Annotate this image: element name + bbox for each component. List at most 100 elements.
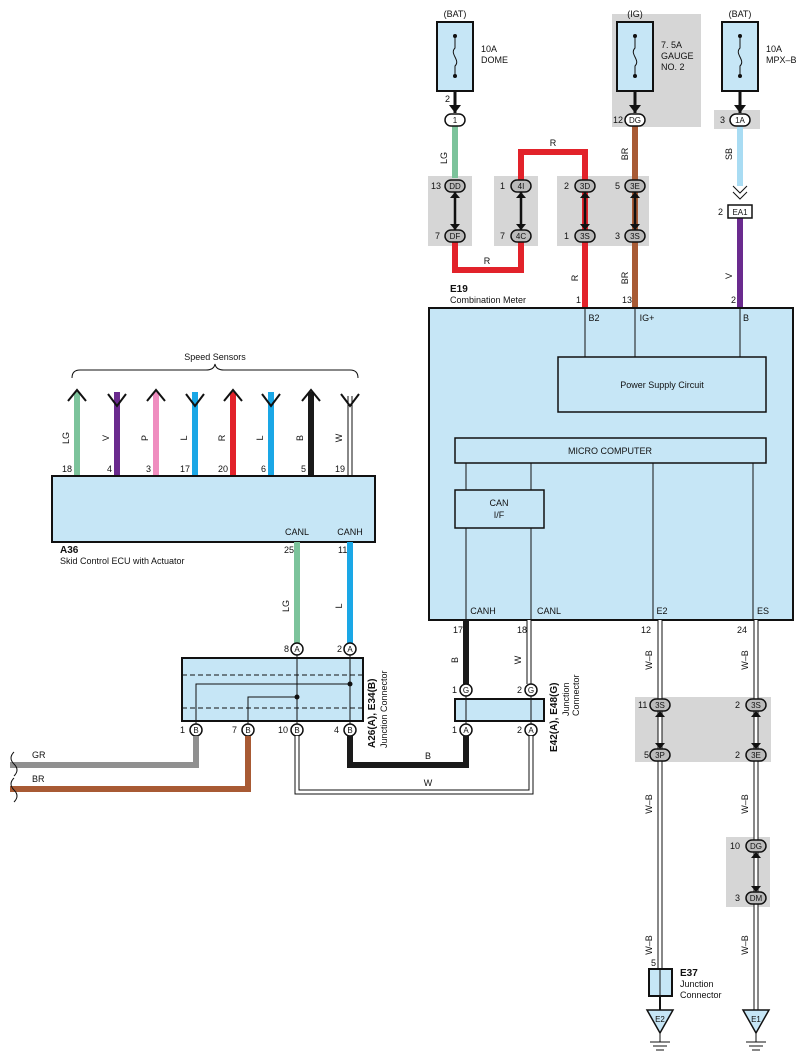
connector-ea1-label: EA1 — [732, 208, 748, 217]
junction-dg-top — [624, 113, 646, 127]
junction-e37-id: E37 — [680, 968, 698, 979]
splice-ground-right-arrow-up — [751, 711, 761, 717]
junction-a26-dashes — [182, 674, 363, 709]
splice-ground-left-top-pin: 11 — [638, 700, 647, 710]
splice-3s-label: 3S — [580, 232, 590, 241]
sensor-7-color-label: W — [334, 433, 344, 442]
splice-dg-conn: DG — [750, 842, 762, 851]
sensor-0-color-label: LG — [61, 432, 71, 444]
wire-break-icon — [10, 751, 18, 803]
power-supply-label: Power Supply Circuit — [620, 380, 704, 390]
fuse-dome-source: (BAT) — [444, 9, 467, 19]
junction-a26-top-1-pin: 8 — [284, 644, 289, 654]
junction-a26-node-1 — [347, 681, 353, 687]
fuse-gauge: (IG) 7. 5A GAUGE NO. 2 — [616, 9, 694, 92]
fuse-gauge-rating: 7. 5A — [661, 40, 682, 50]
splice-3e-arrow-down — [630, 224, 640, 230]
fuse-mpx: (BAT) 10A MPX–B — [721, 9, 797, 92]
junction-e42-bot-1-conn: A — [463, 726, 469, 735]
can-if-box — [454, 489, 545, 529]
fuse-mpx-source: (BAT) — [729, 9, 752, 19]
ecu-pin-canl: 25 — [284, 545, 294, 555]
mpx-arrow — [734, 105, 746, 113]
wire-br-bottom-label: BR — [32, 774, 45, 784]
wire-gr-label: GR — [32, 750, 46, 760]
meter-term-es: ES — [757, 606, 769, 616]
meter-pin-canl: 18 — [517, 625, 527, 635]
sensor-6-pin: 5 — [301, 464, 306, 474]
junction-1a — [729, 113, 751, 127]
meter-term-ig: IG+ — [640, 313, 655, 323]
fuse-mpx-dot-top — [738, 34, 742, 38]
fuse-gauge-name2: NO. 2 — [661, 62, 685, 72]
meter-id: E19 — [450, 284, 468, 295]
can-if-label-2: I/F — [494, 510, 505, 520]
can-if-label-1: CAN — [489, 498, 508, 508]
meter-pin-e2: 12 — [641, 625, 651, 635]
wire-wb-label-2: W–B — [740, 650, 750, 670]
meter-pin-b: 2 — [731, 295, 736, 305]
micro-computer-box — [454, 437, 767, 464]
ecu-term-canh: CANH — [337, 527, 363, 537]
splice-dd-arrow-up — [450, 192, 460, 198]
junction-e42-top-1-pin: 1 — [452, 685, 457, 695]
sensor-4-pin: 20 — [218, 464, 228, 474]
combination-meter-box — [428, 307, 794, 621]
splice-4i-label: 4I — [518, 182, 525, 191]
wire-lg-label: LG — [439, 152, 449, 164]
sensor-6-arrow-icon — [301, 388, 321, 402]
fuse-dome: (BAT) 10A DOME 2 — [436, 9, 508, 104]
splice-3s-b-pin: 3 — [615, 231, 620, 241]
sensor-1-arrow-icon — [107, 393, 127, 408]
fuse-dome-icon — [452, 36, 458, 76]
junction-a26-bot-1-pin: 1 — [180, 725, 185, 735]
wire-r-top-label: R — [550, 138, 557, 148]
wire-wb-label-6: W–B — [740, 935, 750, 955]
junction-a26-bot-2-pin: 7 — [232, 725, 237, 735]
junction-e37-name2: Connector — [680, 990, 722, 1000]
ea1-arrows-icon — [732, 185, 748, 200]
junction-e42-bot-1-pin: 1 — [452, 725, 457, 735]
wire-canl-label: LG — [281, 600, 291, 612]
wire-br-meter-label: BR — [620, 271, 630, 284]
connector-ea1-pin: 2 — [718, 207, 723, 217]
sensor-6-color-label: B — [295, 435, 305, 441]
dome-arrow — [449, 105, 461, 113]
splice-dd-label: DD — [449, 182, 461, 191]
ground-e2-triangle — [645, 1009, 675, 1035]
junction-e42-bot-2-conn: A — [528, 726, 534, 735]
ground-e1-icon — [746, 1033, 766, 1051]
power-supply-box — [557, 356, 767, 413]
splice-dg-arrow-down — [751, 886, 761, 892]
junction-a26-top-1 — [290, 642, 304, 656]
speed-sensors-title: Speed Sensors — [184, 352, 246, 362]
connector-ea1 — [727, 204, 753, 219]
junction-a26-node-2 — [294, 694, 300, 700]
sensor-4-arrow-icon — [223, 388, 243, 402]
junction-e37-pin: 5 — [651, 958, 656, 968]
ecu-pin-canh: 11 — [338, 545, 347, 555]
junction-a26-top-2-conn: A — [347, 645, 353, 654]
splice-dd-pin: 13 — [431, 181, 441, 191]
fuse-gauge-source: (IG) — [627, 9, 643, 19]
meter-name: Combination Meter — [450, 295, 526, 305]
wire-sb-label: SB — [724, 148, 734, 160]
junction-1a-label: 1A — [735, 116, 745, 125]
sensor-5-color-label: L — [255, 435, 265, 440]
meter-term-canh: CANH — [470, 606, 496, 616]
ground-e1-label: E1 — [751, 1015, 761, 1024]
junction-connector-a26-box — [181, 657, 364, 722]
splice-4c-label: 4C — [516, 232, 526, 241]
speed-sensor-wires: LG18FL+V4FL–P3FR+L17FR–R20RL+L6RL–B5RR+W… — [61, 388, 360, 492]
fuse-dome-name: DOME — [481, 55, 508, 65]
junction-a26-top-2 — [343, 642, 357, 656]
junction-e42-name2: Connector — [571, 674, 581, 716]
meter-internal-lines — [465, 463, 754, 620]
fuse-mpx-icon — [737, 36, 743, 76]
wire-b-bottom — [347, 736, 469, 768]
junction-e42-wire-b: B — [450, 657, 460, 663]
wb-wires — [657, 620, 759, 1010]
junction-e42-name: Junction — [561, 682, 571, 716]
gauge-arrow — [629, 105, 641, 113]
fuse-gauge-name: GAUGE — [661, 51, 694, 61]
